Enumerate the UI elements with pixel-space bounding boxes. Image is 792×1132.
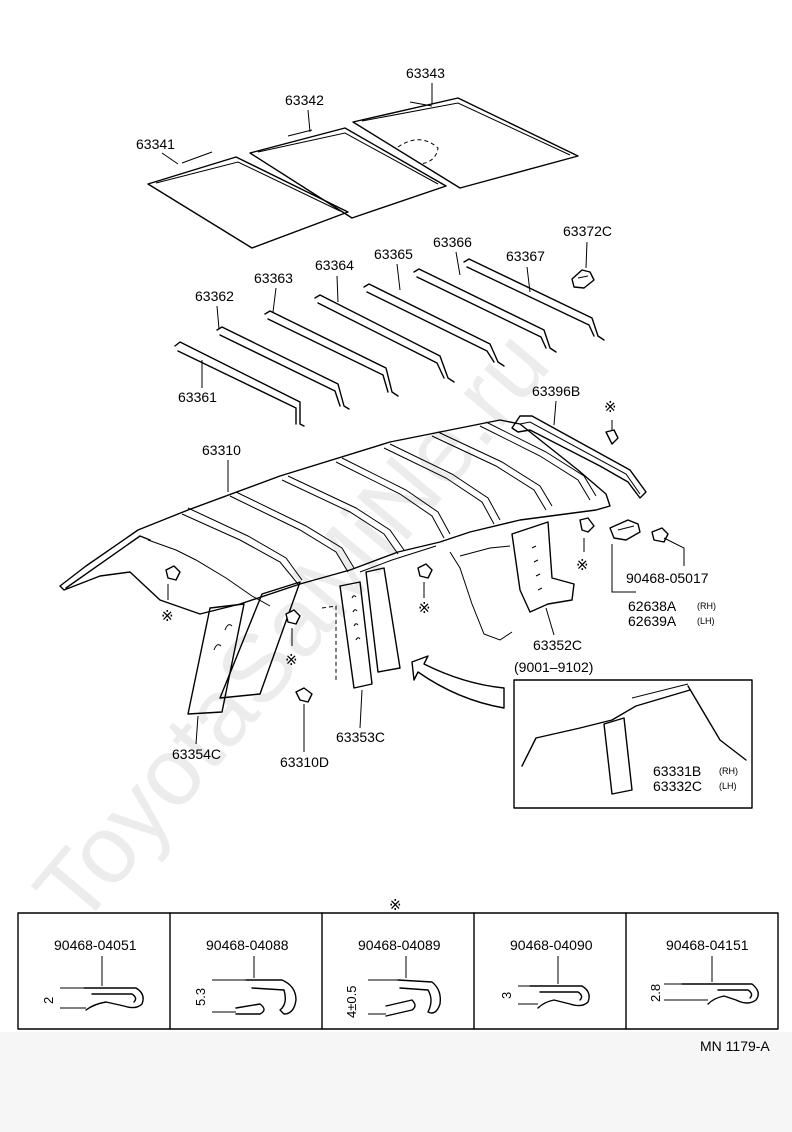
inset-box <box>513 679 753 809</box>
clip-dim-5: 2.8 <box>648 984 663 1002</box>
clip-mark-3: ※ <box>418 599 431 617</box>
label-63332C-side: (LH) <box>719 781 737 791</box>
label-63353C: 63353C <box>336 729 385 745</box>
pillar-garnish-63354C <box>187 603 245 715</box>
footer-band <box>0 1032 792 1132</box>
rear-rail-63396B <box>511 415 647 499</box>
headlining-panel-63343 <box>352 97 579 189</box>
label-63343: 63343 <box>406 65 445 81</box>
label-63364: 63364 <box>315 257 354 273</box>
label-62639A-side: (LH) <box>697 616 715 626</box>
label-63310: 63310 <box>202 442 241 458</box>
label-63331B: 63331B <box>653 763 701 779</box>
label-63365: 63365 <box>374 246 413 262</box>
label-63372C: 63372C <box>563 223 612 239</box>
label-63331B-side: (RH) <box>719 766 738 776</box>
clip-cell-3: 90468-04089 4±0.5 <box>344 937 442 1018</box>
pillar-garnish-left-2 <box>219 581 301 699</box>
clip-mark-4: ※ <box>576 556 589 574</box>
pillar-garnish-63353C <box>339 567 401 689</box>
headlining-panel-63341 <box>147 156 349 249</box>
clip-cell-4: 90468-04090 3 <box>499 937 593 1009</box>
label-63352C: 63352C <box>533 637 582 653</box>
inset-period-label: (9001–9102) <box>514 659 593 675</box>
label-63332C: 63332C <box>653 778 702 794</box>
pillar-garnish-63352C <box>511 521 575 613</box>
label-63342: 63342 <box>285 92 324 108</box>
label-63310D: 63310D <box>280 754 329 770</box>
label-63361: 63361 <box>178 389 217 405</box>
label-63366: 63366 <box>433 234 472 250</box>
clip-part-1: 90468-04051 <box>54 937 137 953</box>
clip-dim-1: 2 <box>41 997 56 1004</box>
roof-bows <box>174 258 605 427</box>
label-63354C: 63354C <box>172 746 221 762</box>
clip-dim-3: 4±0.5 <box>344 986 359 1018</box>
clip-part-4: 90468-04090 <box>510 937 593 953</box>
clip-table <box>17 912 779 1030</box>
clip-part-5: 90468-04151 <box>666 937 749 953</box>
headlining-panel-63342 <box>249 127 447 219</box>
clip-mark-1: ※ <box>161 607 174 625</box>
inset-arrow <box>411 655 505 709</box>
clip-icons <box>165 420 619 703</box>
label-63363: 63363 <box>254 270 293 286</box>
assist-grip-clips <box>609 519 685 593</box>
clip-table-mark: ※ <box>389 896 402 914</box>
label-62638A-side: (RH) <box>697 601 716 611</box>
label-90468-05017: 90468-05017 <box>626 570 709 586</box>
label-63362: 63362 <box>195 288 234 304</box>
clip-cell-1: 90468-04051 2 <box>41 937 144 1011</box>
clip-mark-2: ※ <box>285 651 298 669</box>
clip-cell-5: 90468-04151 2.8 <box>648 937 759 1005</box>
clip-dim-4: 3 <box>499 992 514 999</box>
label-63367: 63367 <box>506 248 545 264</box>
clip-cell-2: 90468-04088 5.3 <box>193 937 297 1015</box>
roof-lining-63310 <box>59 419 611 641</box>
footer-code: MN 1179-A <box>700 1038 770 1054</box>
clip-mark-5: ※ <box>604 398 617 416</box>
clip-part-2: 90468-04088 <box>206 937 289 953</box>
clip-part-3: 90468-04089 <box>358 937 441 953</box>
label-62639A: 62639A <box>628 613 677 629</box>
label-63396B: 63396B <box>532 383 580 399</box>
label-63341: 63341 <box>136 136 175 152</box>
clip-dim-2: 5.3 <box>193 988 208 1006</box>
label-62638A: 62638A <box>628 598 677 614</box>
